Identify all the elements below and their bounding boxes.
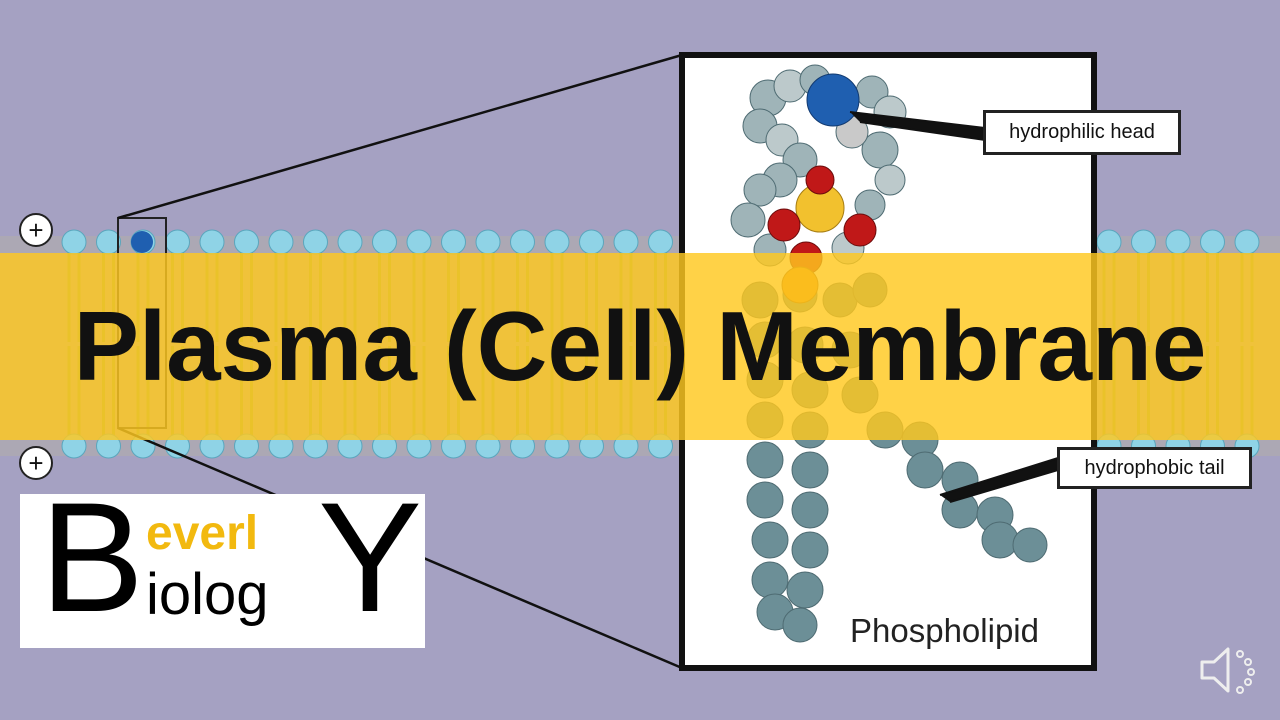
atom [782, 607, 818, 643]
atom [743, 173, 777, 207]
oxygen-atom [767, 208, 801, 242]
lipid-head-bead [1096, 229, 1122, 255]
atom [874, 164, 906, 196]
hydrophobic-tail-label: hydrophobic tail [1057, 447, 1252, 489]
atom [861, 131, 899, 169]
logo-bottom-word: iolog [146, 562, 269, 627]
nitrogen-atom [806, 73, 860, 127]
atom [791, 451, 829, 489]
logo-top-word: everl [146, 507, 259, 560]
lipid-head-bead [96, 229, 121, 255]
logo-letter-b: B [40, 471, 145, 645]
phospholipid-model [730, 64, 1048, 643]
atom [786, 571, 824, 609]
atom [791, 531, 829, 569]
lipid-head-bead [406, 229, 432, 255]
zoom-line-top [117, 53, 683, 220]
atom [981, 521, 1019, 559]
page-title: Plasma (Cell) Membrane [73, 291, 1207, 401]
lipid-head-bead [268, 229, 294, 255]
atom [746, 441, 784, 479]
lipid-head-bead [510, 229, 535, 255]
oxygen-atom [805, 165, 835, 195]
oxygen-atom [843, 213, 877, 247]
phospholipid-caption: Phospholipid [850, 612, 1039, 649]
lipid-head-bead [1165, 229, 1191, 255]
atom [730, 202, 766, 238]
charge-symbol-top: + [19, 213, 53, 247]
lipid-head-bead [303, 229, 328, 255]
lipid-head-bead [1131, 229, 1156, 255]
lipid-head-bead [337, 229, 363, 255]
highlighted-head [131, 231, 153, 253]
beverly-biology-logo: B everl iolog Y [20, 480, 425, 648]
lipid-head-bead [234, 229, 259, 255]
atom [746, 481, 784, 519]
lipid-head-bead [199, 229, 225, 255]
lipid-head-bead [1200, 229, 1225, 255]
speaker-icon[interactable] [1196, 640, 1266, 705]
logo-letter-y: Y [318, 471, 423, 645]
lipid-head-bead [648, 229, 673, 255]
atom [906, 451, 944, 489]
lipid-head-bead [61, 229, 87, 255]
atom [751, 561, 789, 599]
lipid-heads [61, 229, 1260, 459]
title-banner [0, 253, 1280, 440]
lipid-head-bead [475, 229, 501, 255]
lipid-head-bead [613, 229, 639, 255]
hydrophilic-head-label: hydrophilic head [983, 110, 1181, 155]
atom [1012, 527, 1048, 563]
lipid-head-bead [544, 229, 570, 255]
lipid-head-bead [579, 229, 604, 255]
lipid-head-bead [372, 229, 397, 255]
lipid-head-bead [441, 229, 466, 255]
atom [751, 521, 789, 559]
lipid-head-bead [1234, 229, 1260, 255]
charge-symbol-bottom: + [19, 446, 53, 480]
lipid-head-bead [165, 229, 190, 255]
atom [791, 491, 829, 529]
